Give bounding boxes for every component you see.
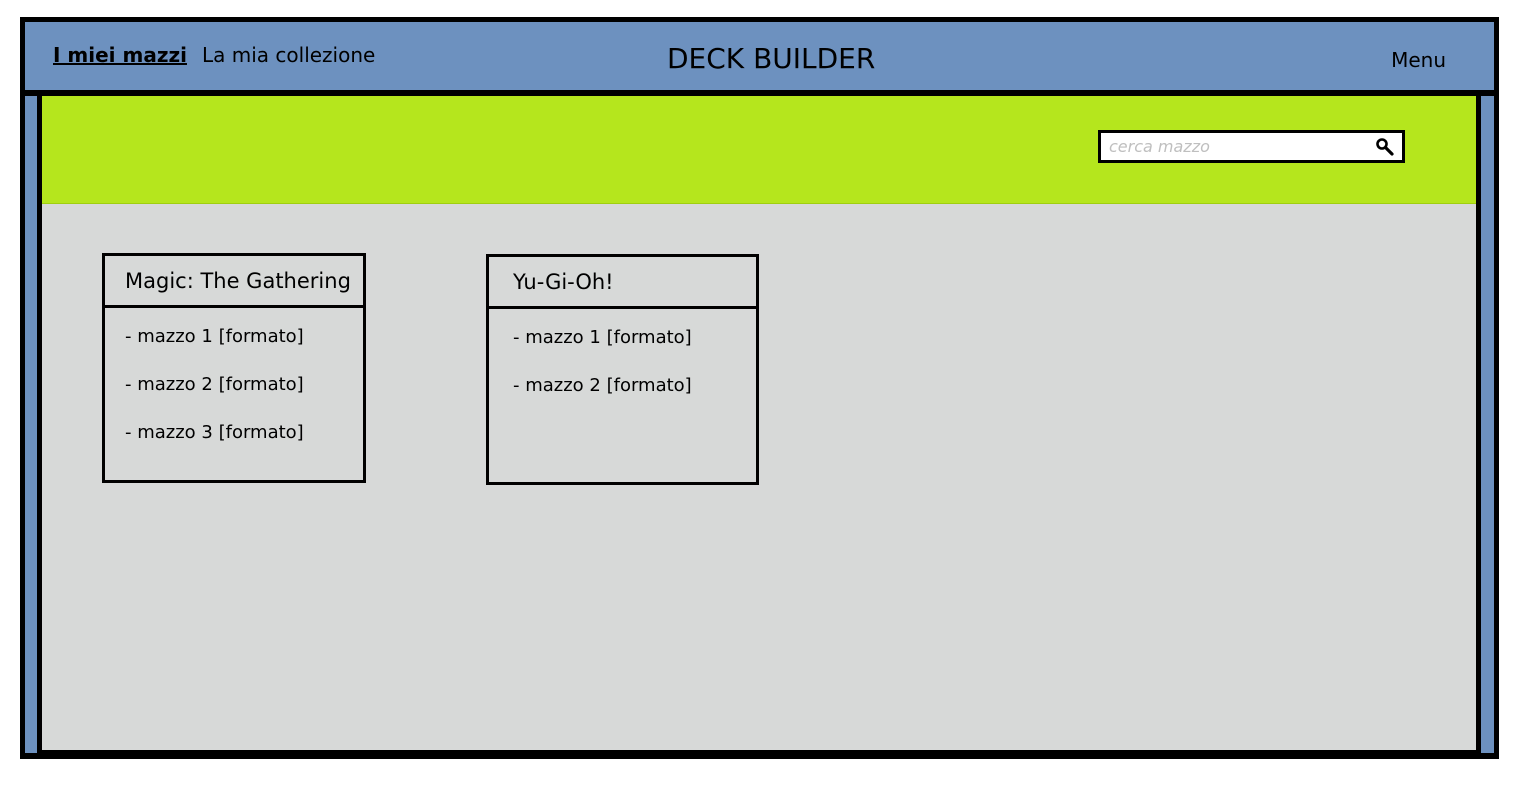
game-card-title: Magic: The Gathering: [105, 256, 363, 308]
search-bar: [1098, 130, 1405, 163]
list-item-deck[interactable]: - mazzo 1 [formato]: [125, 326, 304, 347]
game-card-magic: Magic: The Gathering - mazzo 1 [formato]…: [102, 253, 366, 483]
game-card-yugioh: Yu-Gi-Oh! - mazzo 1 [formato] - mazzo 2 …: [486, 254, 759, 485]
list-item-deck[interactable]: - mazzo 1 [formato]: [513, 327, 692, 348]
list-item-deck[interactable]: - mazzo 2 [formato]: [513, 375, 692, 396]
nav-link-my-collection[interactable]: La mia collezione: [202, 43, 376, 67]
list-item-deck[interactable]: - mazzo 3 [formato]: [125, 422, 304, 443]
header-banner: [42, 96, 1476, 204]
app-title: DECK BUILDER: [667, 42, 876, 75]
search-icon[interactable]: [1375, 137, 1395, 157]
deck-list: - mazzo 1 [formato] - mazzo 2 [formato]: [489, 309, 756, 415]
right-side-border: [1481, 96, 1494, 753]
left-side-border: [25, 96, 37, 753]
top-navigation-bar: I miei mazzi La mia collezione DECK BUIL…: [25, 22, 1494, 90]
menu-button[interactable]: Menu: [1391, 48, 1446, 72]
search-input[interactable]: [1101, 133, 1371, 160]
game-card-title: Yu-Gi-Oh!: [489, 257, 756, 309]
list-item-deck[interactable]: - mazzo 2 [formato]: [125, 374, 304, 395]
nav-link-my-decks[interactable]: I miei mazzi: [53, 43, 187, 67]
deck-list: - mazzo 1 [formato] - mazzo 2 [formato] …: [105, 308, 363, 462]
main-content: Magic: The Gathering - mazzo 1 [formato]…: [42, 96, 1476, 750]
